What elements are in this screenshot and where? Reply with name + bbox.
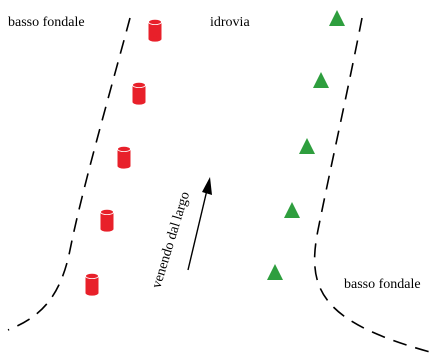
red-buoy-icon xyxy=(148,18,162,42)
red-buoy-icon xyxy=(132,81,146,105)
red-buoy-icon xyxy=(100,208,114,232)
green-buoy-icon xyxy=(329,10,345,26)
approach-direction-label: venendo dal largo xyxy=(149,190,193,290)
green-buoy-icon xyxy=(267,264,283,280)
red-buoy-icon xyxy=(117,145,131,169)
green-buoy-icon xyxy=(299,138,315,154)
channel-edge-right xyxy=(313,17,431,353)
red-buoy-icon xyxy=(85,272,99,296)
shallow-water-label-right: basso fondale xyxy=(344,277,421,292)
green-buoy-icon xyxy=(284,202,300,218)
arrow-up-icon xyxy=(187,177,212,271)
shallow-water-label-left: basso fondale xyxy=(8,15,85,30)
channel-label: idrovia xyxy=(210,15,250,30)
green-buoy-icon xyxy=(313,72,329,88)
channel-edge-left xyxy=(7,17,131,331)
